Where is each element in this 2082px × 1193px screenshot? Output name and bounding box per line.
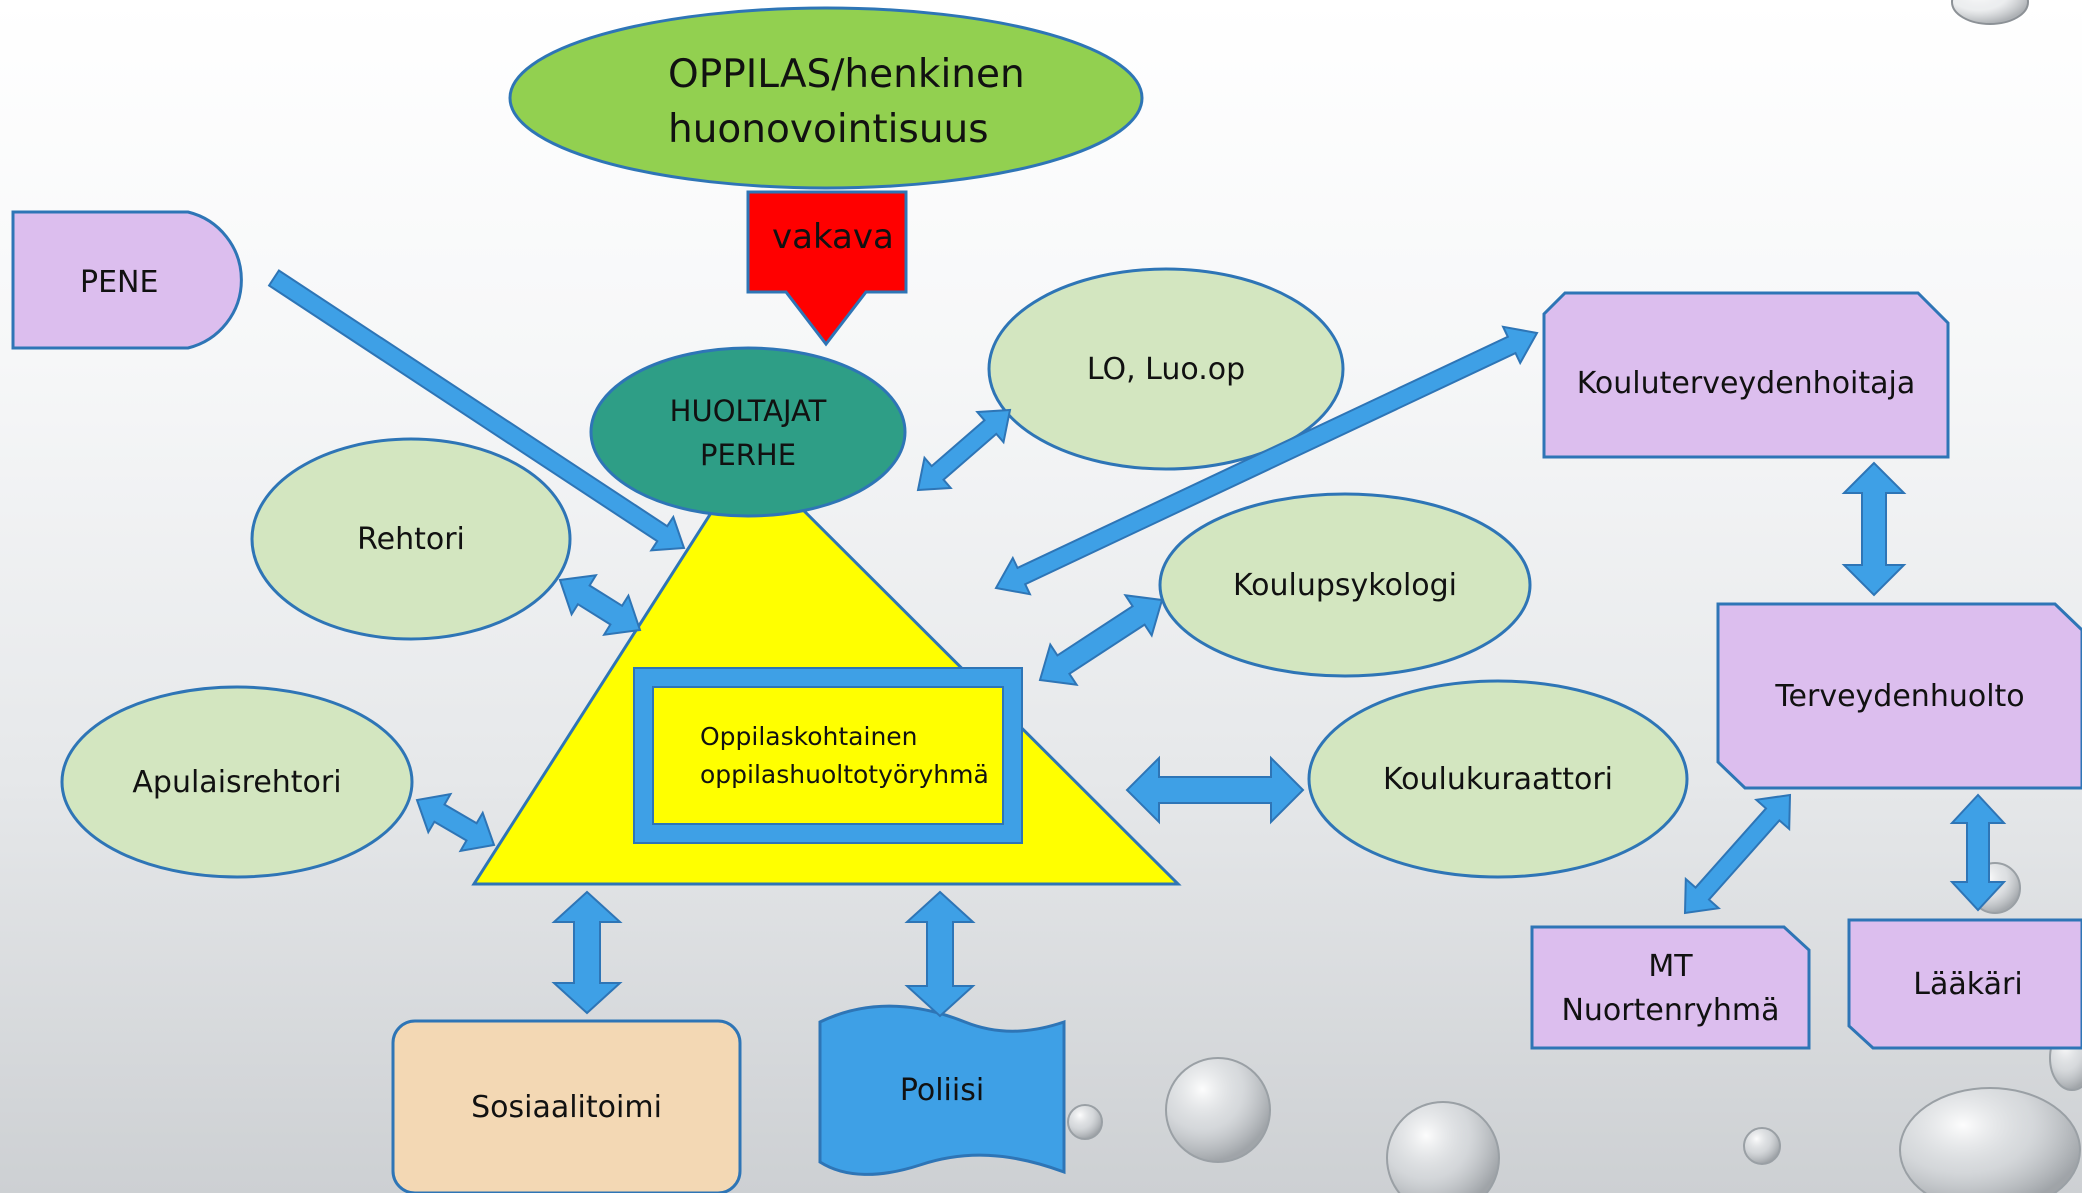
terveydenhuolto-laakari-arrow [1949,793,2007,912]
pyramid-poliisi-arrow [904,890,976,1018]
pyramid-sosiaalitoimi-arrow [551,890,623,1015]
kouluterveydenhoitaja-label: Kouluterveydenhoitaja [1576,366,1916,401]
ryhma-line2: oppilashuoltotyöryhmä [700,759,989,789]
water-drop [1386,1101,1500,1193]
huoltajat-label: HUOLTAJAT PERHE [628,390,868,477]
water-drop [1165,1057,1271,1163]
sosiaalitoimi-box [391,1019,742,1193]
water-drop [1067,1104,1103,1140]
oppilas-line2: huonovointisuus [668,106,989,152]
oppilas-oval [508,6,1144,190]
koulukuraattori-label: Koulukuraattori [1382,762,1613,797]
oppilas-label: OPPILAS/henkinen huonovointisuus [668,48,1025,157]
ryhma-inner-box [652,686,1004,825]
kouluterveydenhoitaja-pyramid-arrow [994,325,1539,596]
rehtori-label: Rehtori [357,522,465,557]
water-drop [1899,1087,2081,1193]
ryhma-label: Oppilaskohtainen oppilashuoltotyöryhmä [700,718,989,793]
koulupsykologi-oval [1158,492,1532,678]
huoltajat-line2: PERHE [699,437,797,472]
terveydenhuolto-box [1716,602,2082,790]
koulukuraattori-oval [1307,679,1689,879]
koulupsykologi-label: Koulupsykologi [1232,568,1458,603]
pene-shape [11,210,243,350]
lo-oval [987,267,1345,471]
huoltajat-oval [589,346,907,518]
pene-label: PENE [80,265,159,300]
water-drop [1951,0,2029,25]
koulupsykologi-pyramid-arrow [1038,594,1164,686]
terveydenhuolto-label: Terveydenhuolto [1775,679,2025,714]
mt-line2: Nuortenryhmä [1561,992,1780,1028]
koulukuraattori-pyramid-arrow [1125,755,1305,825]
poliisi-label: Poliisi [899,1073,985,1108]
connector-arrows [267,269,2007,1018]
poliisi-banner [818,1004,1066,1176]
apulaisrehtori-pyramid-arrow [415,792,496,853]
laakari-box [1847,918,2082,1050]
apulaisrehtori-label: Apulaisrehtori [132,765,342,800]
huoltajat-line1: HUOLTAJAT [669,394,827,428]
vakava-label: vakava [772,217,894,257]
rehtori-pyramid-arrow [558,574,642,636]
water-drop [1743,1127,1781,1165]
oppilas-line1: OPPILAS/henkinen [668,52,1025,97]
kouluterveydenhoitaja-terveydenhuolto-arrow [1841,461,1907,597]
vakava-arrow [746,190,908,347]
kouluterveydenhoitaja-box [1542,291,1950,459]
mt-label: MT Nuortenryhmä [1532,945,1809,1032]
pene-to-pyramid-arrow [267,269,686,552]
terveydenhuolto-mt-arrow [1683,793,1792,915]
sosiaalitoimi-label: Sosiaalitoimi [471,1090,662,1125]
lo-label: LO, Luo.op [1086,352,1246,387]
rehtori-oval [250,437,572,641]
laakari-label: Lääkäri [1913,967,2023,1002]
ryhma-line1: Oppilaskohtainen [700,722,918,751]
apulaisrehtori-oval [60,685,414,879]
mt-box [1530,925,1811,1050]
lo-pyramid-arrow [916,408,1012,492]
mt-line1: MT [1648,949,1693,984]
